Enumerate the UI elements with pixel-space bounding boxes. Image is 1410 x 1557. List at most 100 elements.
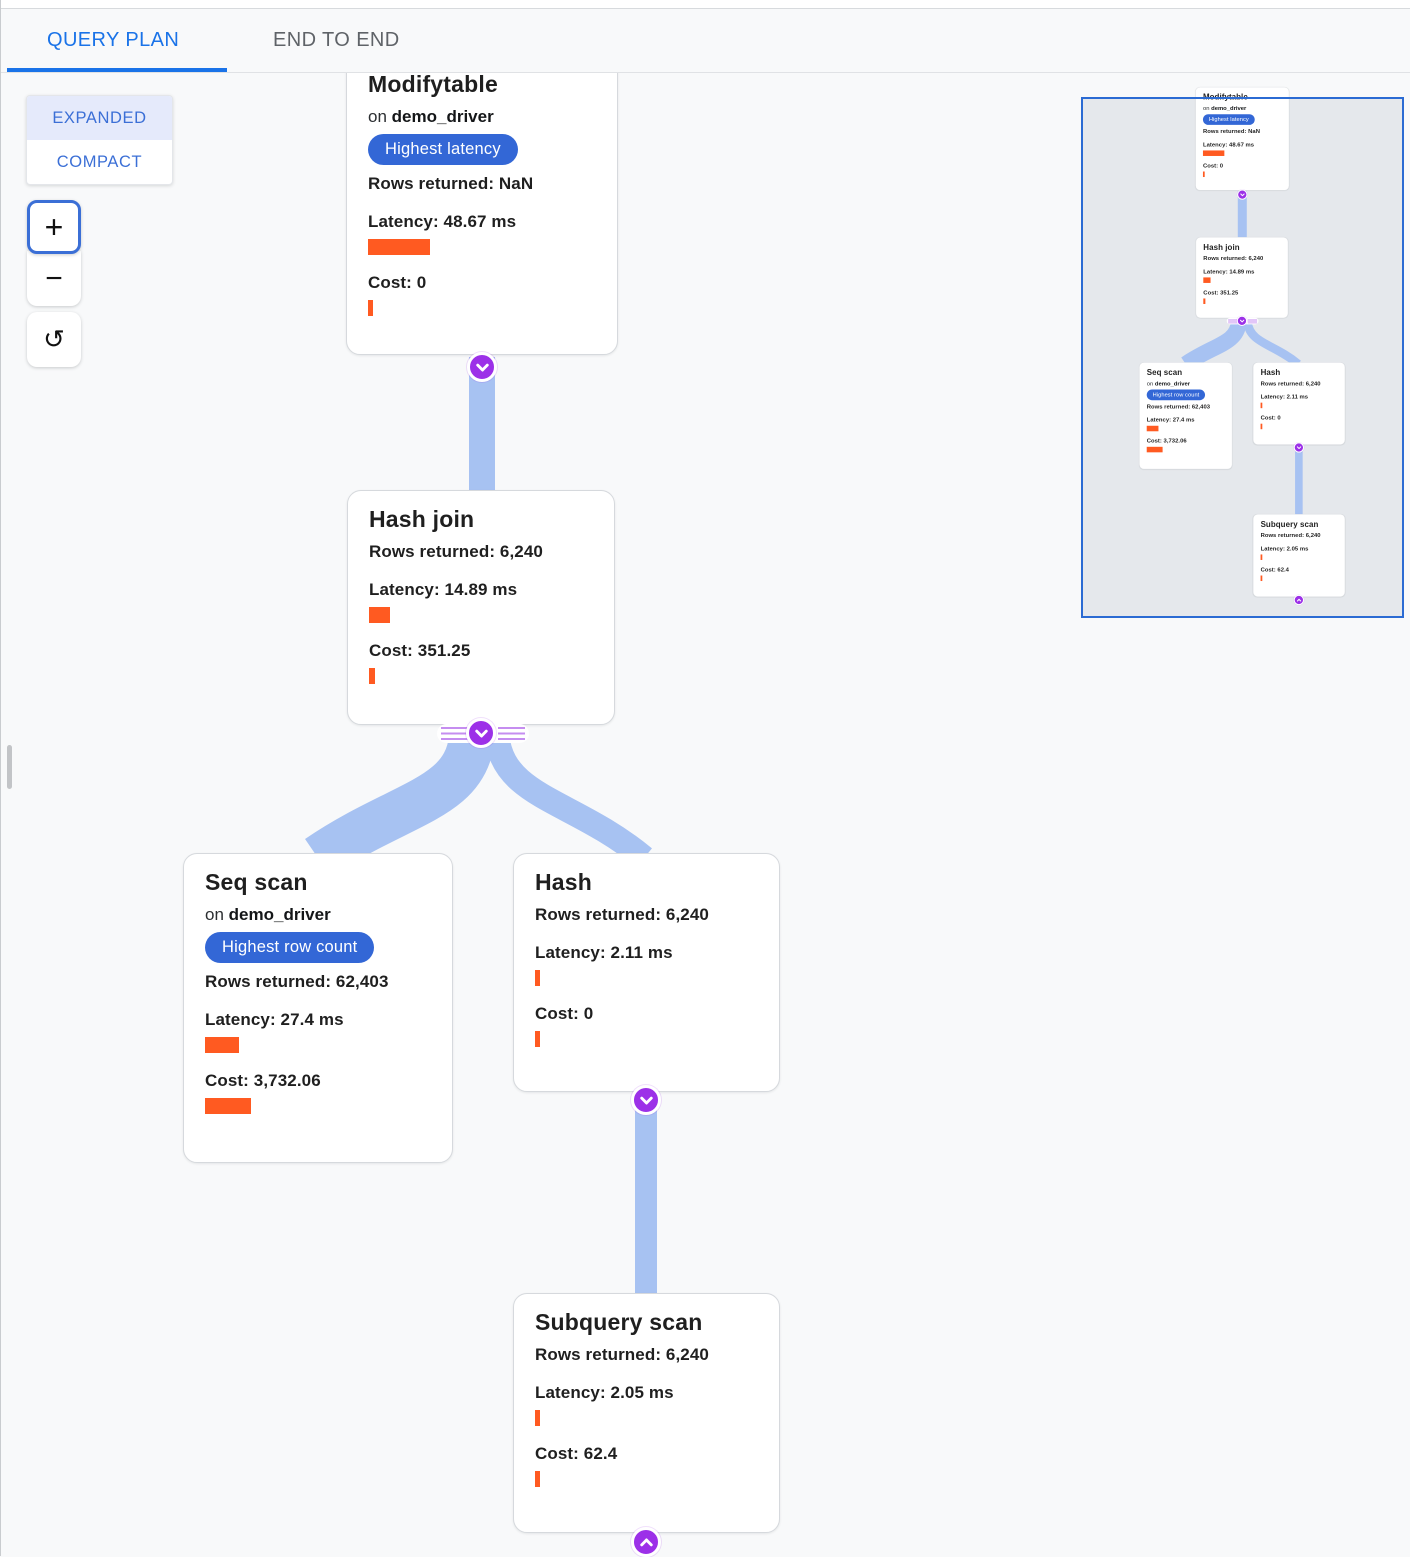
latency-bar — [1203, 277, 1211, 283]
latency-bar — [1260, 554, 1263, 560]
cost-bar — [1260, 575, 1263, 582]
rows-returned: Rows returned: 6,240 — [535, 1345, 709, 1364]
tab-end-to-end[interactable]: END TO END — [273, 29, 400, 51]
chevron-down-icon — [1296, 446, 1302, 449]
latency-bar — [1202, 150, 1225, 156]
node-subquery-scan[interactable]: Subquery scan Rows returned: 6,240 Laten… — [513, 1293, 780, 1533]
chevron-down-icon — [475, 363, 489, 371]
cost-bar — [1146, 446, 1163, 453]
panel-left-border — [0, 0, 1, 1556]
node-title: Hash — [1260, 367, 1281, 377]
node-table: on demo_driver — [205, 905, 331, 924]
latency-bar — [205, 1037, 239, 1053]
node-seq-scan[interactable]: Seq scan on demo_driver Highest row coun… — [1139, 362, 1233, 470]
cost-bar — [535, 1471, 540, 1487]
cost: Cost: 62.4 — [535, 1444, 618, 1463]
rows-returned: Rows returned: 6,240 — [535, 905, 709, 924]
latency: Latency: 48.67 ms — [368, 212, 517, 231]
plus-icon: + — [44, 208, 64, 245]
node-title: Subquery scan — [535, 1309, 703, 1335]
chevron-down-icon — [639, 1096, 653, 1104]
collapse-node-button[interactable] — [1236, 315, 1248, 327]
node-hash[interactable]: Hash Rows returned: 6,240 Latency: 2.11 … — [1252, 362, 1346, 445]
expand-node-button[interactable] — [1293, 594, 1305, 606]
reset-zoom-button[interactable]: ↺ — [27, 312, 81, 367]
collapse-node-button[interactable] — [466, 718, 496, 748]
latency-bar — [368, 239, 430, 255]
node-table: on demo_driver — [1202, 104, 1247, 112]
latency-bar — [535, 1410, 540, 1426]
scrollbar-thumb[interactable] — [7, 745, 12, 789]
rows-returned: Rows returned: NaN — [1202, 128, 1260, 135]
latency: Latency: 14.89 ms — [369, 580, 518, 599]
minus-icon: − — [45, 261, 63, 295]
rows-returned: Rows returned: 62,403 — [1146, 403, 1211, 410]
cost-bar — [1202, 171, 1205, 178]
cost: Cost: 0 — [535, 1004, 594, 1023]
latency: Latency: 2.11 ms — [1260, 393, 1309, 400]
node-hash-join[interactable]: Hash join Rows returned: 6,240 Latency: … — [1195, 237, 1289, 319]
node-hash-join[interactable]: Hash join Rows returned: 6,240 Latency: … — [347, 490, 615, 725]
cost-bar — [1260, 423, 1263, 430]
tree-edges — [1181, 191, 1303, 515]
chevron-down-icon — [1239, 319, 1245, 323]
collapse-node-button[interactable] — [1293, 442, 1305, 453]
highest-row-count-badge: Highest row count — [205, 932, 375, 963]
latency: Latency: 14.89 ms — [1203, 268, 1255, 275]
collapse-node-button[interactable] — [1237, 189, 1248, 200]
collapse-node-button[interactable] — [467, 352, 497, 382]
rows-returned: Rows returned: 6,240 — [1260, 380, 1321, 387]
latency: Latency: 27.4 ms — [205, 1010, 344, 1029]
node-title: Hash join — [1203, 242, 1240, 252]
node-title: Hash — [535, 869, 593, 895]
compact-view-button[interactable]: COMPACT — [56, 152, 143, 171]
node-title: Seq scan — [205, 869, 308, 895]
latency-bar — [1260, 402, 1263, 409]
tab-bar: QUERY PLAN END TO END — [0, 9, 1410, 73]
expand-node-button[interactable] — [631, 1527, 661, 1557]
node-title: Hash join — [369, 506, 475, 532]
collapse-node-button[interactable] — [631, 1085, 661, 1115]
chevron-up-icon — [1296, 598, 1302, 602]
query-plan-tree: Modifytable on demo_driver Highest laten… — [1076, 68, 1410, 606]
cost-bar — [1203, 298, 1206, 304]
cost: Cost: 0 — [1260, 414, 1281, 421]
rows-returned: Rows returned: 6,240 — [369, 542, 543, 561]
latency: Latency: 27.4 ms — [1146, 416, 1195, 424]
cost: Cost: 0 — [1202, 162, 1224, 169]
latency-bar — [535, 970, 540, 986]
latency-bar — [369, 607, 390, 623]
node-subquery-scan[interactable]: Subquery scan Rows returned: 6,240 Laten… — [1252, 514, 1346, 597]
cost: Cost: 62.4 — [1260, 566, 1289, 573]
zoom-in-button[interactable]: + — [27, 200, 81, 254]
window-top-strip — [0, 0, 1410, 9]
cost: Cost: 0 — [368, 273, 427, 292]
cost: Cost: 3,732.06 — [205, 1071, 321, 1090]
node-hash[interactable]: Hash Rows returned: 6,240 Latency: 2.11 … — [513, 853, 780, 1092]
highest-latency-badge: Highest latency — [368, 134, 518, 165]
node-modifytable[interactable]: Modifytable on demo_driver Highest laten… — [1195, 86, 1290, 191]
rows-returned: Rows returned: NaN — [368, 174, 534, 193]
cost-bar — [535, 1031, 540, 1047]
chevron-down-icon — [474, 729, 488, 737]
node-table: on demo_driver — [368, 107, 494, 126]
cost: Cost: 351.25 — [369, 641, 471, 660]
node-table: on demo_driver — [1146, 380, 1191, 387]
highest-latency-badge: Highest latency — [1202, 114, 1255, 125]
cost-bar — [205, 1098, 251, 1114]
latency: Latency: 48.67 ms — [1202, 141, 1255, 148]
node-title: Subquery scan — [1260, 519, 1319, 529]
node-modifytable[interactable]: Modifytable on demo_driver Highest laten… — [346, 55, 618, 355]
latency: Latency: 2.05 ms — [535, 1383, 674, 1402]
zoom-out-button[interactable]: − — [27, 251, 81, 306]
chevron-down-icon — [1240, 193, 1245, 196]
expanded-view-button[interactable]: EXPANDED — [27, 96, 172, 140]
cost-bar — [369, 668, 375, 684]
latency: Latency: 2.11 ms — [535, 943, 673, 962]
node-title: Seq scan — [1146, 367, 1183, 377]
node-title: Modifytable — [1202, 92, 1248, 102]
tab-query-plan[interactable]: QUERY PLAN — [47, 29, 180, 51]
node-seq-scan[interactable]: Seq scan on demo_driver Highest row coun… — [183, 853, 453, 1163]
chevron-up-icon — [639, 1538, 653, 1546]
